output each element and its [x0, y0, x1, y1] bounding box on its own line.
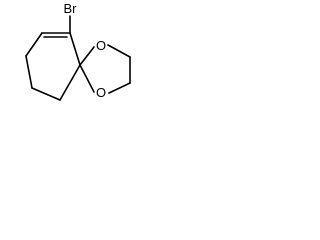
bond-c3-c4 [25, 55, 33, 89]
chemical-structure: Br O O [25, 1, 131, 101]
dioxolane-ring [79, 44, 131, 94]
bond-c5-c6 [59, 64, 81, 101]
atom-label-bromine: Br [64, 1, 78, 16]
bond-c2-c3 [25, 32, 43, 57]
bond-o1-ch2 [107, 44, 131, 58]
bond-ch2-o2 [108, 82, 131, 94]
bond-c4-c5 [31, 87, 61, 101]
atom-label-oxygen-upper: O [96, 38, 106, 53]
atom-label-oxygen-lower: O [96, 85, 106, 100]
bond-c6-c1 [69, 32, 81, 66]
cyclohexene-ring [25, 32, 81, 101]
bond-spiro-o1 [79, 46, 95, 66]
bond-o2-spiro [79, 64, 95, 93]
